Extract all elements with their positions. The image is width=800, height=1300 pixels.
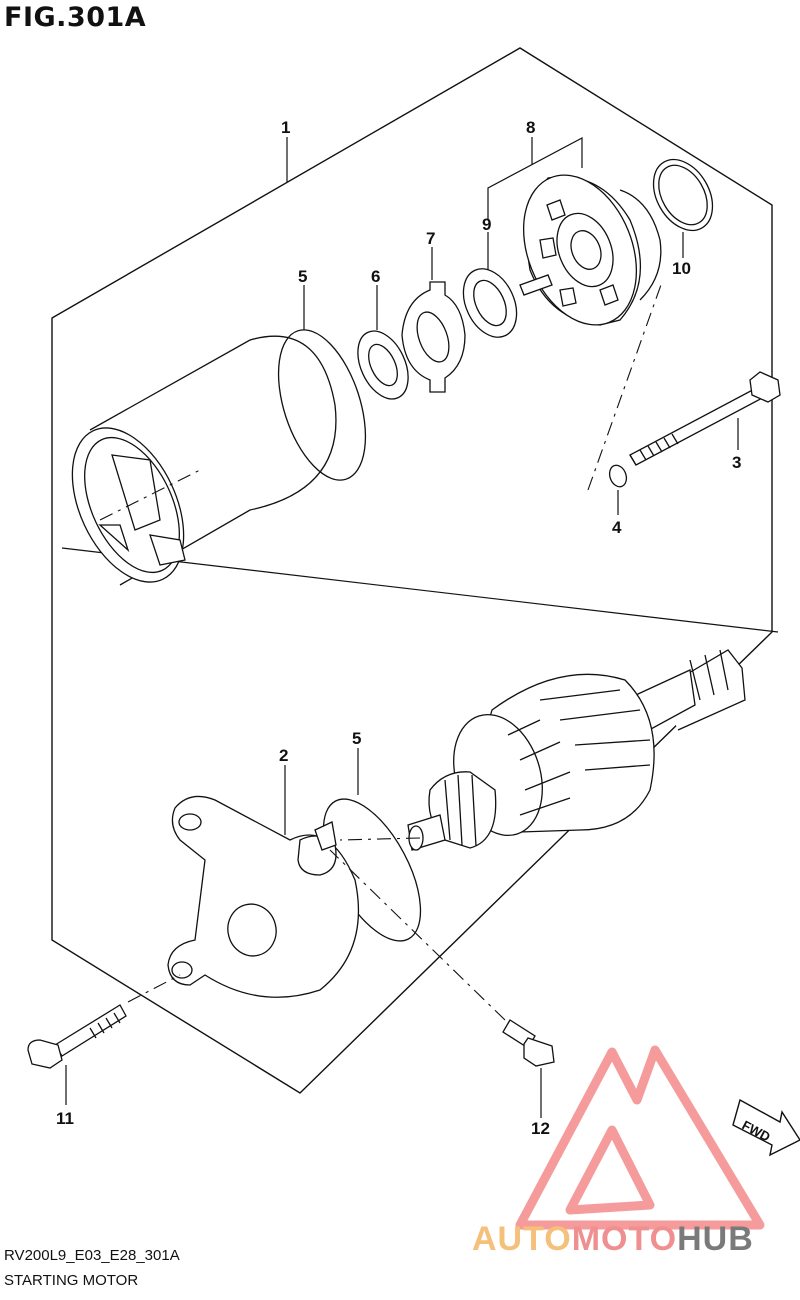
figure-title: FIG.301A: [4, 2, 147, 33]
armature: [407, 649, 746, 851]
washer-4: [608, 464, 628, 488]
callout-5-top: 5: [298, 267, 307, 286]
plate-7: [401, 281, 466, 393]
callout-leaders: [65, 137, 739, 1118]
callout-6: 6: [371, 267, 380, 286]
callout-7: 7: [426, 229, 435, 248]
diagram-name: STARTING MOTOR: [4, 1272, 139, 1289]
end-cover-8: [519, 174, 662, 326]
watermark-brand: AUTOMOTOHUB: [472, 1220, 754, 1258]
yoke-housing: [71, 335, 337, 586]
bolt-11: [27, 1004, 127, 1069]
alignment-lines-bottom: [127, 837, 506, 1021]
o-ring-top: [277, 329, 367, 481]
callout-9: 9: [482, 215, 491, 234]
callout-11: 11: [56, 1109, 74, 1128]
o-ring-10: [652, 158, 714, 232]
callout-12: 12: [531, 1119, 550, 1138]
assembly-divider: [61, 547, 779, 633]
callout-10: 10: [672, 259, 691, 278]
through-bolt-3: [629, 371, 781, 466]
callout-2: 2: [279, 746, 288, 765]
washer-6: [357, 330, 409, 400]
callout-8: 8: [526, 118, 535, 137]
assembly-outline: [51, 47, 773, 1094]
watermark-brand-auto: AUTO: [472, 1220, 572, 1258]
callout-5-bottom: 5: [352, 729, 361, 748]
callout-3: 3: [732, 453, 741, 472]
watermark-logo-icon: [515, 1045, 765, 1230]
seal-9: [462, 268, 518, 338]
screw-12: [502, 1019, 555, 1067]
watermark-brand-moto: MOTO: [572, 1220, 677, 1258]
fwd-arrow-icon: FWD: [732, 1098, 800, 1157]
front-bracket-2: [167, 795, 360, 998]
watermark-brand-hub: HUB: [677, 1220, 754, 1258]
diagram-code: RV200L9_E03_E28_301A: [4, 1247, 180, 1264]
alignment-lines-top: [99, 281, 663, 521]
callout-4: 4: [612, 518, 622, 537]
callout-1: 1: [281, 118, 290, 137]
